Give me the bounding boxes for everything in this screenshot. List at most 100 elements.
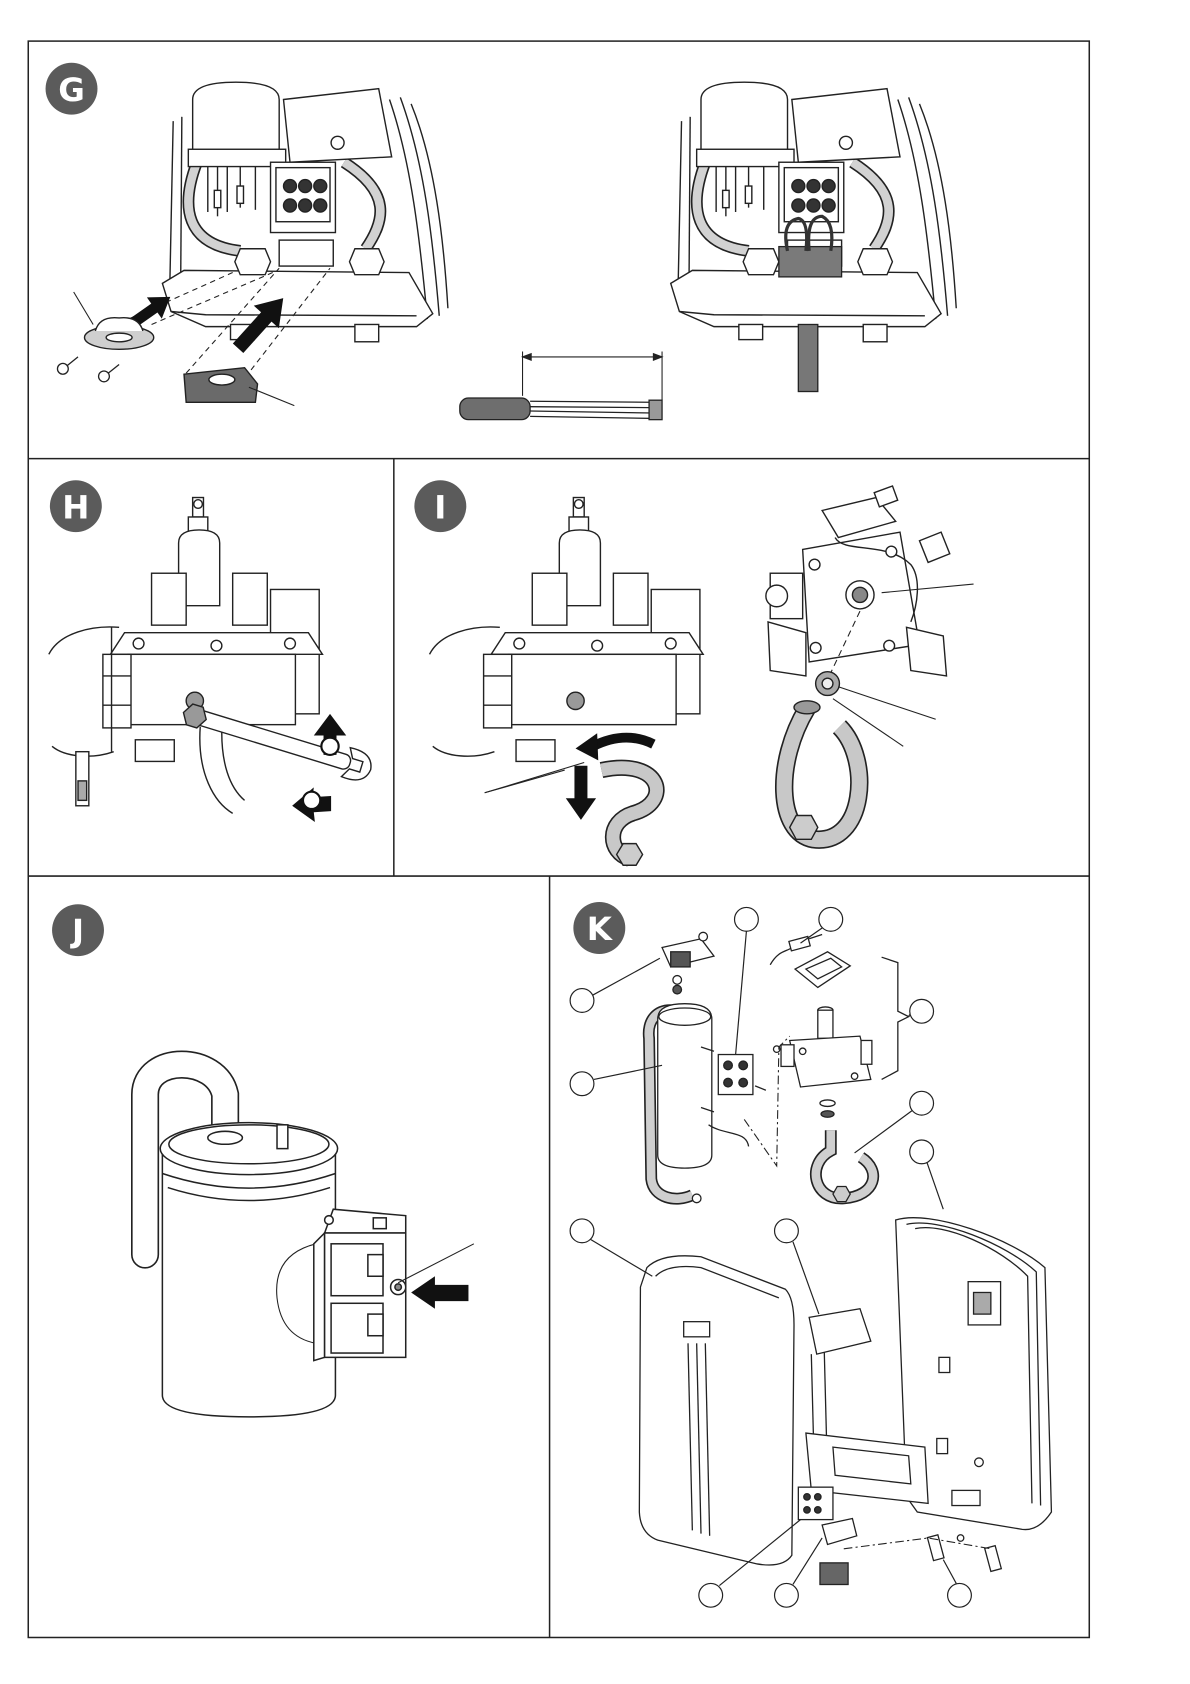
callout-circle [570, 1072, 594, 1096]
pipe-nut [617, 844, 643, 866]
core-end [649, 400, 662, 419]
terminal-screw [739, 1078, 748, 1087]
tank-body [162, 1152, 335, 1417]
callout-leader [593, 958, 660, 995]
rotate-arrowhead [576, 733, 599, 760]
cable-core [530, 401, 662, 402]
reset-button-center [395, 1284, 401, 1290]
panel-i: I [414, 480, 973, 865]
thermostat-screw [699, 932, 708, 941]
callout-circle [699, 1583, 723, 1607]
strainer-filter [816, 672, 840, 696]
panel-k-label: K [587, 910, 614, 948]
dimension-arrowhead [523, 354, 532, 360]
valve-stem [818, 1010, 833, 1038]
terminal-screw [804, 1494, 810, 1500]
cable-grommet [820, 1563, 848, 1585]
strain-relief-clip [822, 1519, 857, 1545]
panel-j: J [52, 904, 474, 1417]
callout-leader [927, 1163, 943, 1210]
panel-g: G [46, 63, 957, 420]
heater-wire [709, 1125, 749, 1147]
callout-leader [793, 1538, 822, 1585]
cable-core [530, 407, 662, 408]
valve-leg [906, 627, 946, 676]
filter-mesh [822, 678, 833, 689]
frame-rail [824, 1352, 826, 1436]
callout-leader [736, 931, 747, 1054]
terminal-screw [724, 1061, 733, 1070]
terminal-screw [815, 1494, 821, 1500]
grommet-hole [209, 374, 235, 385]
tank-lid-inner [169, 1125, 329, 1164]
cable-clamp [85, 318, 154, 350]
cable-entry [952, 1490, 980, 1505]
housing-screw [886, 546, 897, 557]
valve-outlet-core [852, 587, 867, 602]
callout-leader [793, 1242, 819, 1314]
filter [821, 1111, 834, 1117]
heater-housing-connected [671, 82, 957, 342]
thermostat-housing [671, 952, 690, 967]
cover-label [684, 1322, 710, 1337]
strip-length-dimension [523, 352, 663, 401]
frame-rail [811, 1354, 813, 1438]
screw [57, 357, 78, 374]
callout-circle [735, 907, 759, 931]
valve-screw [799, 1048, 805, 1054]
pull-down-arrow [566, 766, 596, 820]
valve-assembly-rotated [766, 486, 950, 676]
valve-connector [874, 486, 897, 507]
callout-leader [943, 1560, 956, 1584]
cable-grommet [184, 368, 258, 403]
valve-screw [851, 1073, 857, 1079]
callout-circle [570, 989, 594, 1013]
front-cover [639, 1256, 794, 1565]
assembly-bracket [882, 957, 909, 1079]
tank-top [659, 1008, 711, 1025]
pipe-nut [790, 816, 818, 840]
heater-tank-assembly [145, 1065, 338, 1417]
turn-arrow-ring [321, 738, 338, 755]
panel-g-badge: G [46, 63, 98, 115]
panel-i-badge: I [414, 480, 466, 532]
press-arrow [411, 1276, 468, 1308]
nut [673, 985, 682, 994]
panel-j-badge: J [52, 904, 104, 956]
small-screw [957, 1535, 963, 1541]
screw [755, 1086, 766, 1090]
cable-core [530, 411, 662, 413]
housing-screw [810, 642, 821, 653]
washer [673, 976, 682, 985]
callout-leader [909, 1015, 910, 1017]
exploded-heater-parts [639, 932, 1051, 1584]
panel-j-label: J [70, 912, 84, 950]
panel-h: H [49, 480, 375, 822]
callout-circle [910, 999, 934, 1023]
callout-leader [591, 1239, 653, 1276]
callout-circle [819, 907, 843, 931]
pipe-nut [833, 1186, 850, 1201]
screw [99, 364, 120, 381]
cable-loop-block [779, 247, 842, 277]
block-top [325, 1209, 406, 1233]
housing-screw [884, 640, 895, 651]
callout-leader [855, 1111, 912, 1153]
sensor-wire [770, 947, 792, 964]
callout-circle [775, 1219, 799, 1243]
inlet-pipe [784, 701, 859, 840]
callout-circle [775, 1583, 799, 1607]
valve-leg [768, 622, 806, 676]
mounting-hole [975, 1458, 984, 1467]
screw-shaft [67, 357, 78, 366]
valve-body [790, 1036, 871, 1087]
panel-h-badge: H [50, 480, 102, 532]
rotate-arrow [593, 738, 654, 747]
cable-core [530, 416, 662, 418]
mains-terminal-block [798, 1487, 833, 1519]
panel-g-label: G [58, 71, 85, 109]
clamp-hole [106, 333, 132, 342]
heater-housing-open [162, 82, 448, 342]
safety-cutout-block [314, 1209, 406, 1360]
valve-side-tab [919, 532, 949, 562]
